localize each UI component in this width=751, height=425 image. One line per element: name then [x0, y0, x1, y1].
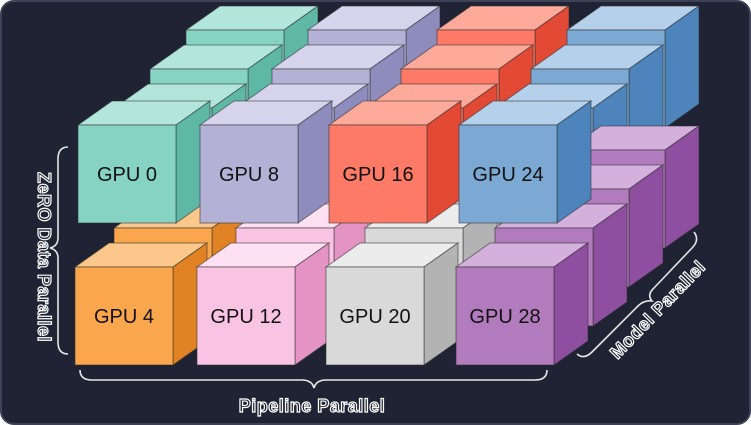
model-parallel-brace: [576, 231, 698, 358]
gpu-label: GPU 4: [94, 306, 154, 328]
gpu-cube-top-3: GPU 24: [457, 100, 593, 224]
gpu-label: GPU 0: [97, 164, 157, 186]
gpu-label: GPU 20: [339, 306, 410, 328]
data-parallel-brace: [49, 146, 69, 355]
gpu-cube-bottom-3: GPU 28: [454, 242, 590, 366]
cube-grid-top-row: GPU 0 GPU 8 GPU 16 GPU 24: [76, 100, 593, 224]
cube-front-face: [74, 266, 174, 366]
cube-front-face: [328, 124, 428, 224]
gpu-cube-top-1: GPU 8: [198, 100, 334, 224]
cube-front-face: [458, 124, 558, 224]
cube-front-face: [455, 266, 555, 366]
gpu-cube-bottom-0: GPU 4: [73, 242, 209, 366]
data-parallel-label: ZeRO Data Parallel: [34, 172, 54, 342]
gpu-cube-bottom-2: GPU 20: [324, 242, 460, 366]
gpu-cube-bottom-1: GPU 12: [195, 242, 331, 366]
cube-front-face: [196, 266, 296, 366]
gpu-cube-top-2: GPU 16: [327, 100, 463, 224]
gpu-label: GPU 24: [472, 164, 543, 186]
cube-front-face: [325, 266, 425, 366]
pipeline-parallel-label: Pipeline Parallel: [239, 396, 386, 416]
gpu-label: GPU 8: [219, 164, 279, 186]
gpu-label: GPU 28: [469, 306, 540, 328]
gpu-label: GPU 12: [210, 306, 281, 328]
cube-front-face: [77, 124, 177, 224]
gpu-label: GPU 16: [342, 164, 413, 186]
gpu-cube-top-0: GPU 0: [76, 100, 212, 224]
pipeline-brace: [79, 369, 548, 389]
cube-front-face: [199, 124, 299, 224]
cube-grid-bottom-row: GPU 4 GPU 12 GPU 20 GPU 28: [73, 242, 590, 366]
